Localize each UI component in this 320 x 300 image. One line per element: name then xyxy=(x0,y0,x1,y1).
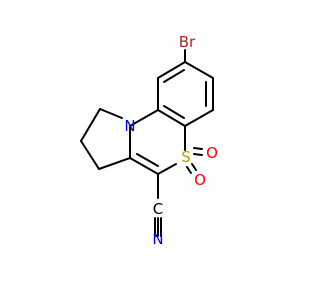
bond-c9a-c10-inner xyxy=(136,153,159,167)
atom-br: Br xyxy=(179,33,196,51)
bond-c4-c3-inner xyxy=(163,105,185,119)
bond-c4-c3 xyxy=(157,109,186,127)
atom-o-right: O xyxy=(206,144,218,162)
bond-ch2c-c9a xyxy=(98,157,131,170)
atom-o-lower: O xyxy=(194,171,206,189)
bond-c10-s xyxy=(157,163,177,175)
bond-c3-n xyxy=(129,109,159,127)
bond-s-o-lower-b xyxy=(191,163,197,171)
bond-c1-c2 xyxy=(157,61,186,79)
bond-c2-c1-inner xyxy=(163,69,185,83)
atom-n-ring: N xyxy=(124,117,135,135)
atom-c-nitrile: C xyxy=(153,200,163,218)
bond-c5-c4 xyxy=(184,109,214,127)
bonds xyxy=(80,49,214,237)
bond-n-ch2a xyxy=(99,108,123,119)
bond-ch2a-ch2b xyxy=(80,108,101,142)
bond-s-o-right-b xyxy=(193,153,203,156)
atom-labels: Br N S O O C N xyxy=(124,33,218,248)
atom-s: S xyxy=(181,148,191,166)
atom-n-nitrile: N xyxy=(152,230,163,248)
bond-c9a-c10 xyxy=(129,157,159,175)
bond-s-o-right-a xyxy=(193,147,203,150)
bond-c1-c6 xyxy=(184,61,214,79)
bond-s-o-lower-a xyxy=(186,166,192,174)
molecule-structure: Br N S O O C N xyxy=(80,33,218,248)
bond-ch2b-ch2c xyxy=(80,140,100,170)
